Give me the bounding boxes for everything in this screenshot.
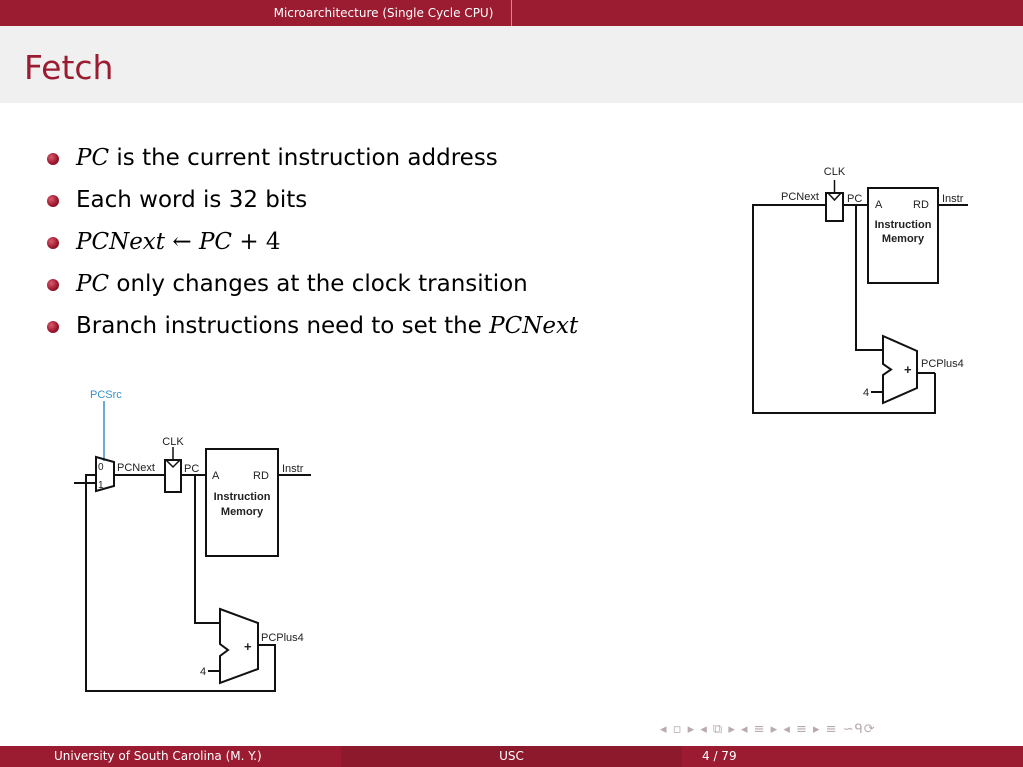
math-term: PC — [76, 271, 110, 297]
bullet-dot-icon — [47, 195, 59, 207]
pc-mux — [95, 455, 115, 493]
footer-bar: University of South Carolina (M. Y.) USC… — [0, 746, 1023, 767]
instr-label: Instr — [282, 463, 304, 475]
pcsrc-label: PCSrc — [90, 389, 122, 401]
frame-title-bar: Fetch — [0, 26, 1023, 103]
bullet-text: is the current instruction address — [109, 145, 498, 171]
math-term: PC — [198, 229, 233, 255]
footer-short-title: USC — [341, 746, 682, 767]
beamer-navigation-icons[interactable]: ◂ ▫ ▸ ◂ ⧉ ▸ ◂ ≡ ▸ ◂ ≡ ▸ ≡ ∽ᑫ⟳ — [660, 722, 876, 737]
mux-input-0-label: 0 — [98, 462, 104, 473]
pcnext-label: PCNext — [781, 191, 819, 203]
adder — [882, 334, 918, 405]
instruction-memory — [867, 187, 939, 284]
adder-plus-label: + — [244, 639, 252, 654]
top-bar: Microarchitecture (Single Cycle CPU) — [0, 0, 1023, 26]
port-a-label: A — [212, 470, 220, 482]
bullet-text: Branch instructions need to set the — [76, 313, 490, 339]
port-rd-label: RD — [913, 199, 929, 211]
memory-label-line2: Memory — [882, 233, 925, 245]
port-a-label: A — [875, 199, 883, 211]
fetch-diagram-with-mux: PCSrc 0 1 CLK PCNext PC A RD Instr Instr… — [74, 389, 311, 692]
port-rd-label: RD — [253, 470, 269, 482]
constant-four-label: 4 — [863, 387, 869, 399]
fetch-diagram-simple: CLK PCNext PC A RD Instr Instruction Mem… — [752, 166, 968, 414]
pcplus4-label: PCPlus4 — [261, 632, 304, 644]
bullet-text: Each word is 32 bits — [76, 187, 308, 213]
instr-label: Instr — [942, 193, 964, 205]
section-title[interactable]: Microarchitecture (Single Cycle CPU) — [256, 0, 512, 26]
pc-label: PC — [184, 463, 199, 475]
bullet-dot-icon — [47, 279, 59, 291]
bullet-item: Branch instructions need to set the PCNe… — [46, 310, 578, 352]
pc-register — [825, 192, 844, 222]
footer-page-number: 4 / 79 — [702, 749, 737, 763]
memory-label-line1: Instruction — [875, 219, 932, 231]
math-operator: + 4 — [232, 229, 281, 255]
frame-title: Fetch — [24, 48, 114, 87]
pc-label: PC — [847, 193, 862, 205]
footer-institution: University of South Carolina (M. Y.) — [54, 749, 262, 763]
clock-edge-icon — [827, 192, 842, 202]
clock-edge-icon — [165, 459, 181, 469]
bullet-item: Each word is 32 bits — [46, 184, 578, 226]
mux-input-1-label: 1 — [98, 480, 104, 491]
memory-label-line2: Memory — [221, 506, 264, 518]
adder — [219, 607, 259, 685]
bullet-item: PC is the current instruction address — [46, 142, 578, 184]
bullet-dot-icon — [47, 237, 59, 249]
clk-label: CLK — [162, 436, 184, 448]
constant-four-label: 4 — [200, 666, 206, 678]
bullet-text: only changes at the clock transition — [109, 271, 528, 297]
bullet-dot-icon — [47, 153, 59, 165]
pcplus4-label: PCPlus4 — [921, 358, 964, 370]
memory-label-line1: Instruction — [214, 491, 271, 503]
math-operator: ← — [165, 229, 199, 255]
pc-register — [164, 459, 182, 493]
math-term: PCNext — [489, 313, 579, 339]
bullet-item: PC only changes at the clock transition — [46, 268, 578, 310]
math-term: PCNext — [76, 229, 166, 255]
clk-label: CLK — [824, 166, 846, 178]
adder-plus-label: + — [904, 362, 912, 377]
math-term: PC — [76, 145, 110, 171]
instruction-memory — [205, 448, 279, 557]
bullet-list: PC is the current instruction address Ea… — [46, 142, 578, 352]
pcnext-label: PCNext — [117, 462, 155, 474]
bullet-dot-icon — [47, 321, 59, 333]
bullet-item: PCNext ← PC + 4 — [46, 226, 578, 268]
